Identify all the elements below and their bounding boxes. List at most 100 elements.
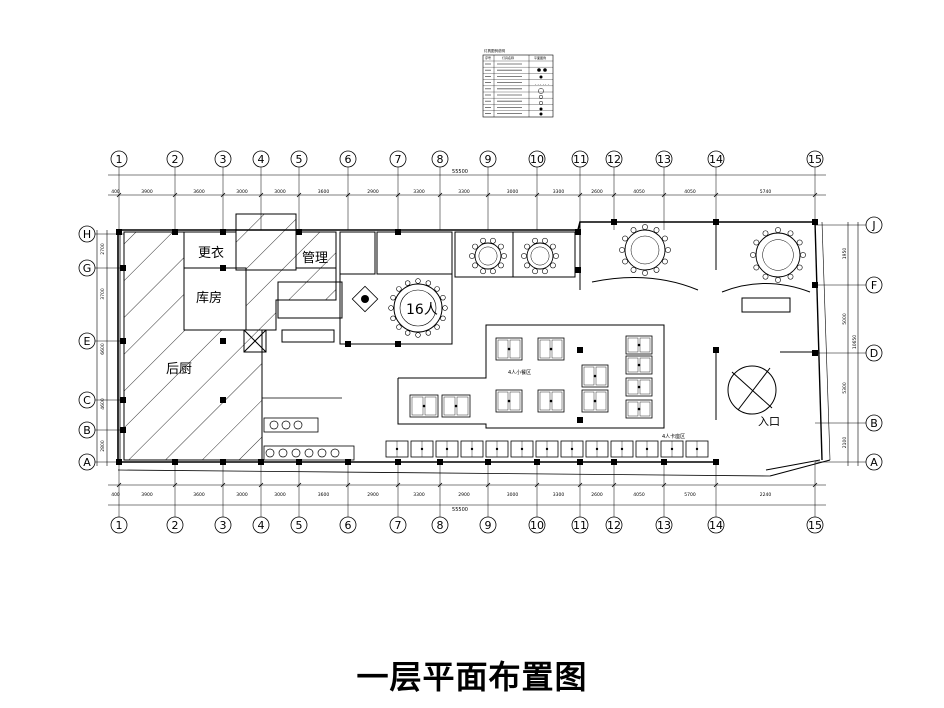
right-segment-dim: 1950 [842,248,848,260]
round-table-chair [553,253,559,259]
table-seat [443,396,456,416]
bottom-dim-tick [220,482,226,488]
table-seat [639,379,651,395]
round-table-chair [775,277,781,283]
top-segment-dim: 3300 [458,189,470,195]
top-segment-dim: 3600 [318,189,330,195]
table-seat [627,357,639,373]
sixteen-chair [415,278,421,284]
right-segment-dim: 2100 [842,437,848,449]
sixteen-chair [396,324,402,330]
top-dim-tick [296,192,302,198]
left-segment-dim: 3700 [100,288,106,300]
table-lamp [454,404,458,408]
left-grid-label: B [83,424,91,437]
bottom-dim-tick [296,482,302,488]
bottom-segment-dim: 400 [111,492,120,498]
top-grid-label: 5 [296,153,303,166]
bottom-segment-dim: 3600 [193,492,205,498]
column [120,338,126,344]
round-table-chair [753,264,760,271]
round-table-chair [472,243,478,250]
round-table-chair [469,253,475,259]
round-table-chair [622,235,628,242]
top-dim-tick [534,192,540,198]
column [611,459,617,465]
bottom-grid-label: 6 [345,519,352,532]
stove-burner [304,448,314,458]
legend-symbols: · · · · · · [535,68,549,116]
top-grid-label: 11 [573,153,587,166]
dining-table [581,364,609,388]
column [116,459,122,465]
round-table-chair [532,268,538,275]
sink-basin [269,420,279,430]
legend-header-name: 灯具名称 [502,55,514,60]
left-grid-label: A [83,456,91,469]
dining-table [409,394,439,418]
column [437,459,443,465]
round-table-chair [542,268,548,275]
table-seat [551,339,563,359]
vip-rooms [579,222,815,420]
column [611,219,617,225]
bottom-grid-label: 8 [437,519,444,532]
top-grid-label: 4 [258,153,265,166]
left-grid-label: H [83,228,91,241]
top-segment-dim: 3000 [507,189,519,195]
bottom-dim-tick [258,482,264,488]
column [220,397,226,403]
round-table-chair [532,237,538,244]
round-table-chair [542,237,548,244]
left-grid-label: G [83,262,92,275]
round-table-chair [622,258,628,265]
round-table-chair [480,237,486,244]
top-grid-label: 2 [172,153,179,166]
top-segment-dim: 3000 [274,189,286,195]
bottom-segment-dim: 3000 [236,492,248,498]
round-table-chair [490,268,496,275]
sixteen-chair [425,330,432,336]
top-grid-label: 13 [657,153,671,166]
left-segment-dim: 2700 [100,243,106,255]
round-table-chair [642,224,648,230]
room-label-storage: 库房 [196,290,222,306]
top-grid-label: 1 [116,153,123,166]
bottom-grid-label: 10 [530,519,544,532]
top-grid-label: 14 [709,153,723,166]
round-table-chair [472,262,478,269]
top-segment-dim: 3600 [193,189,205,195]
column [258,459,264,465]
column [713,347,719,353]
table-seat [627,401,639,417]
legend-header-no: 序号 [485,55,491,60]
column [713,219,719,225]
table-seat [539,391,551,411]
column [713,459,719,465]
table-lamp [549,399,553,403]
booth-lamp [620,447,624,451]
round-table-chair [521,253,527,259]
booth-seating-row [265,420,709,458]
round-table [624,229,666,271]
table-seat [497,339,509,359]
right-grid-label: A [870,456,878,469]
round-table-chair [619,247,625,253]
table-lamp [507,347,511,351]
booth-lamp [570,447,574,451]
dining-table [625,335,653,355]
room-label-kitchen: 后厨 [166,362,192,377]
bottom-segment-dim: 5700 [684,492,696,498]
rectangular-dining-tables [409,335,653,419]
bottom-segment-dim: 2600 [591,492,603,498]
stove-burner [317,448,327,458]
bottom-segment-dim: 3000 [507,492,519,498]
entrance-revolving-door [727,365,777,415]
column [575,229,581,235]
top-dim-tick [395,192,401,198]
round-table-chair [796,239,803,246]
round-table-chair [762,230,769,237]
top-segment-dim: 4050 [633,189,645,195]
column [575,267,581,273]
bottom-total-dim: 55500 [452,507,468,513]
